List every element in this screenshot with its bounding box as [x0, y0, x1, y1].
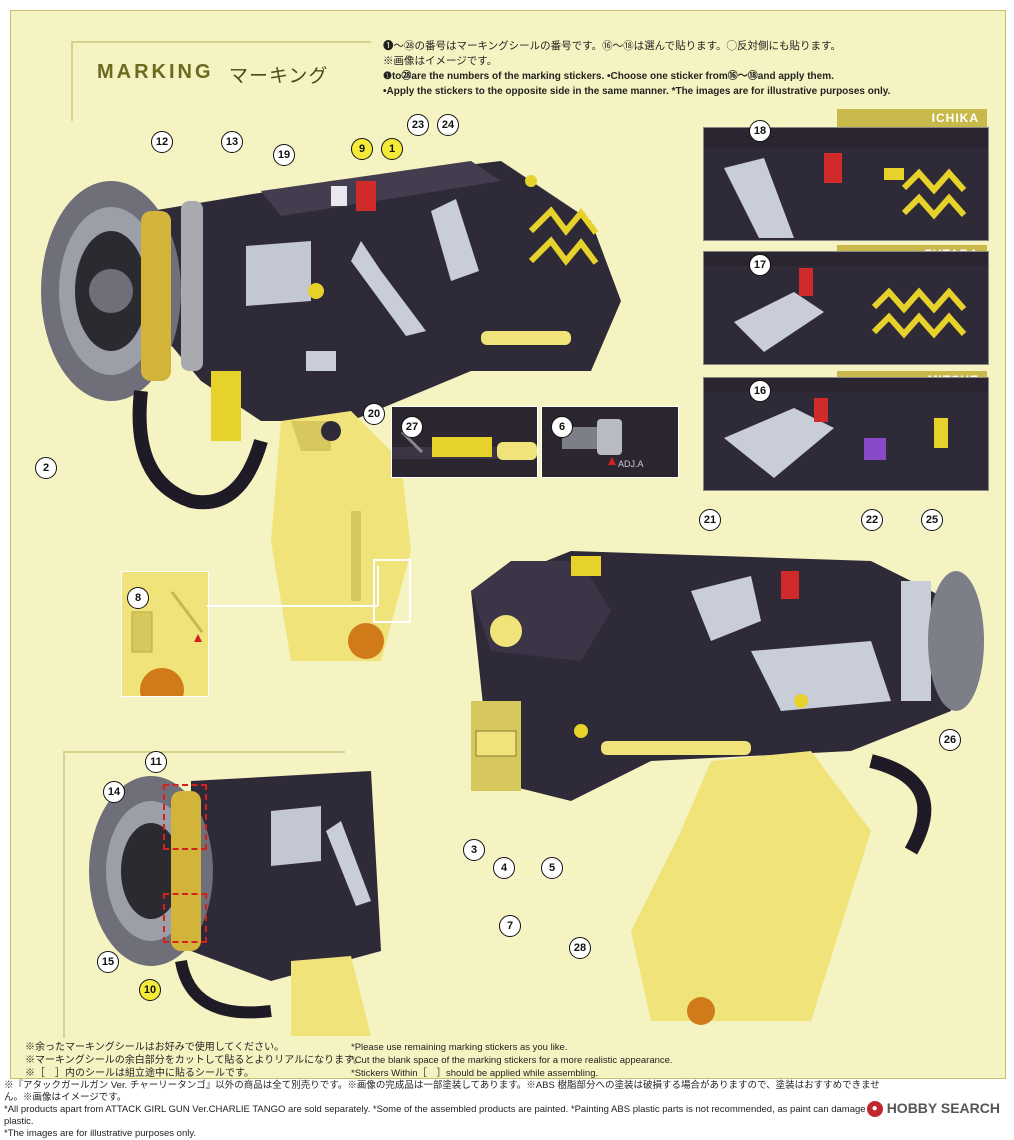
logo-mark-icon: ●: [866, 1101, 883, 1118]
instruction-notes: ❶〜㉘の番号はマーキングシールの番号です。⑯〜⑱は選んで貼ります。◯反対側にも貼…: [383, 39, 1003, 99]
sticker-num-12: 12: [151, 131, 173, 153]
sticker-num-24: 24: [437, 114, 459, 136]
disclaimer-jp: ※『アタックガールガン Ver. チャーリータンゴ』以外の商品は全て別売りです。…: [4, 1080, 880, 1103]
disclaimer-en-1: *All products apart from ATTACK GIRL GUN…: [4, 1104, 882, 1127]
sticker-num-19: 19: [273, 144, 295, 166]
hobby-search-logo: ●HOBBY SEARCH: [866, 1100, 1000, 1118]
sticker-num-10: 10: [139, 979, 161, 1001]
inset-8-graphic: [131, 591, 204, 696]
sticker-num-1: 1: [381, 138, 403, 160]
sticker-num-26: 26: [939, 729, 961, 751]
sticker-num-21: 21: [699, 509, 721, 531]
sticker-num-7: 7: [499, 915, 521, 937]
note-en-2: •Apply the stickers to the opposite side…: [383, 86, 891, 97]
logo-text: HOBBY SEARCH: [886, 1100, 1000, 1116]
assembly-marker-11: [163, 784, 207, 850]
gun-illustration-left: [41, 161, 621, 661]
variant-ichika-graphic: [704, 148, 988, 240]
sticker-num-6: 6: [551, 416, 573, 438]
sticker-num-22: 22: [861, 509, 883, 531]
sticker-num-28: 28: [569, 937, 591, 959]
footer-en-2: *Cut the blank space of the marking stic…: [351, 1055, 673, 1066]
footer-notes-en: *Please use remaining marking stickers a…: [351, 1041, 673, 1079]
highlight-box-8: [373, 559, 411, 623]
sticker-num-20: 20: [363, 403, 385, 425]
sticker-num-23: 23: [407, 114, 429, 136]
footer-jp-2: ※マーキングシールの余白部分をカットして貼るとよりリアルになります。: [25, 1055, 364, 1066]
leader-line-8: [207, 605, 377, 607]
sticker-num-16: 16: [749, 380, 771, 402]
inset-6-graphic: [562, 419, 622, 465]
page-title-jp: マーキング: [229, 66, 329, 87]
gun-illustration-detail: [89, 771, 381, 1036]
sticker-num-13: 13: [221, 131, 243, 153]
sticker-num-17: 17: [749, 254, 771, 276]
footer-jp-3: ※［ ］内のシールは組立途中に貼るシールです。: [25, 1068, 254, 1079]
sticker-num-9: 9: [351, 138, 373, 160]
sticker-num-27: 27: [401, 416, 423, 438]
variant-panel-mitsue: [703, 377, 989, 491]
note-jp-1: ❶〜㉘の番号はマーキングシールの番号です。⑯〜⑱は選んで貼ります。◯反対側にも貼…: [383, 40, 842, 52]
frame-line-left: [71, 41, 73, 121]
variant-futaba-graphic: [704, 266, 988, 364]
detail-box-muzzle: [63, 751, 345, 1038]
disclaimer: ※『アタックガールガン Ver. チャーリータンゴ』以外の商品は全て別売りです。…: [4, 1080, 884, 1140]
sticker-num-11: 11: [145, 751, 167, 773]
instruction-sheet: MARKING マーキング ❶〜㉘の番号はマーキングシールの番号です。⑯〜⑱は選…: [10, 10, 1006, 1079]
inset-27-graphic: [392, 430, 537, 460]
sticker-num-4: 4: [493, 857, 515, 879]
footer-en-3: *Stickers Within［ ］should be applied whi…: [351, 1068, 599, 1079]
variant-panel-ichika: [703, 127, 989, 241]
sticker-num-14: 14: [103, 781, 125, 803]
assembly-marker-10: [163, 893, 207, 943]
disclaimer-en-2: *The images are for illustrative purpose…: [4, 1128, 197, 1139]
sticker-num-18: 18: [749, 120, 771, 142]
inset-sticker-6: ADJ.A: [541, 406, 679, 478]
note-en-1: ❶to㉘are the numbers of the marking stick…: [383, 71, 834, 82]
sticker-num-5: 5: [541, 857, 563, 879]
variant-tab-ichika: ICHIKA: [837, 109, 987, 127]
note-jp-2: ※画像はイメージです。: [383, 55, 498, 67]
sticker-num-2: 2: [35, 457, 57, 479]
sticker-num-15: 15: [97, 951, 119, 973]
page-title: MARKING: [97, 61, 214, 83]
sticker-num-3: 3: [463, 839, 485, 861]
gun-illustration-right: [471, 551, 984, 1025]
leader-box-8: [377, 566, 379, 606]
inset-6-label: ADJ.A: [618, 459, 644, 469]
sticker-num-25: 25: [921, 509, 943, 531]
frame-line-top: [71, 41, 371, 43]
variant-panel-futaba: [703, 251, 989, 365]
footer-en-1: *Please use remaining marking stickers a…: [351, 1042, 568, 1053]
variant-mitsue-graphic: [704, 392, 988, 490]
footer-jp-1: ※余ったマーキングシールはお好みで使用してください。: [25, 1042, 285, 1053]
sticker-num-8: 8: [127, 587, 149, 609]
footer-notes-jp: ※余ったマーキングシールはお好みで使用してください。 ※マーキングシールの余白部…: [25, 1041, 364, 1079]
